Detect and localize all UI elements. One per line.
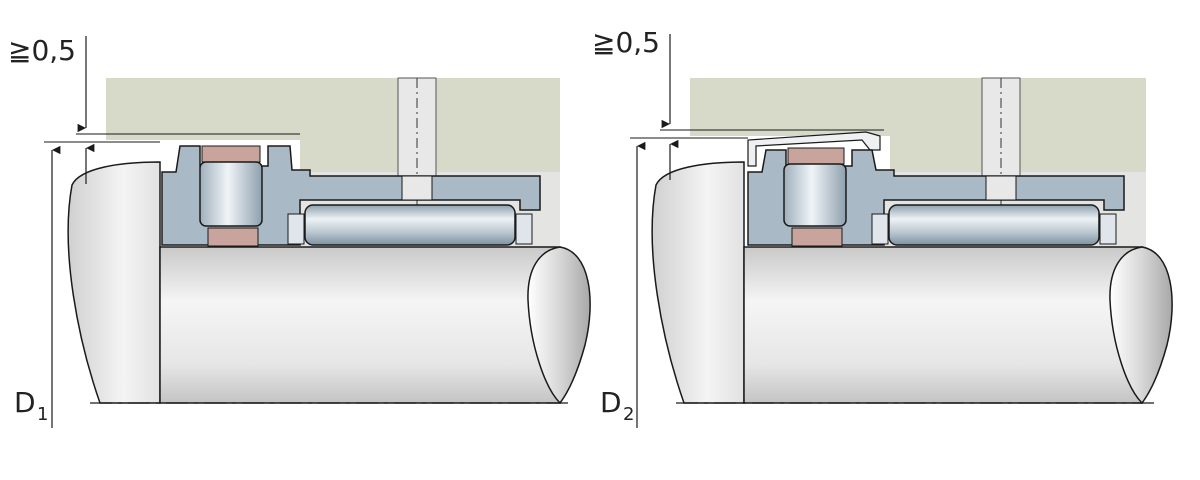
ring-lube-hole bbox=[985, 175, 1017, 201]
ring-lube-hole bbox=[401, 175, 433, 201]
shaft-shoulder bbox=[67, 161, 161, 404]
view-right: ≧0,5 D 2 bbox=[592, 26, 1173, 428]
shaft bbox=[743, 246, 1143, 404]
roller-cage-right bbox=[515, 213, 533, 245]
roller-cage-right bbox=[1099, 213, 1117, 245]
needle-roller bbox=[304, 204, 516, 246]
diameter-label: D bbox=[600, 386, 622, 419]
seal-lip-top bbox=[201, 145, 261, 163]
seal-lip-bottom bbox=[207, 227, 259, 247]
diameter-subscript: 1 bbox=[37, 404, 48, 425]
clearance-label: ≧0,5 bbox=[8, 34, 76, 67]
seal-lip-bottom bbox=[791, 227, 843, 247]
clearance-label: ≧0,5 bbox=[592, 26, 660, 59]
diameter-label: D bbox=[14, 386, 36, 419]
view-left: ≧0,5 D 1 bbox=[8, 34, 591, 428]
bearing-roller-small bbox=[199, 161, 263, 227]
seal-shield bbox=[747, 131, 881, 167]
shaft-shoulder bbox=[651, 161, 745, 404]
needle-roller bbox=[888, 204, 1100, 246]
roller-cage-left bbox=[287, 213, 305, 245]
seal-lip-top bbox=[787, 147, 845, 165]
shaft bbox=[159, 246, 561, 404]
diameter-subscript: 2 bbox=[623, 404, 634, 425]
bearing-roller-small bbox=[783, 163, 847, 227]
roller-cage-left bbox=[871, 213, 889, 245]
